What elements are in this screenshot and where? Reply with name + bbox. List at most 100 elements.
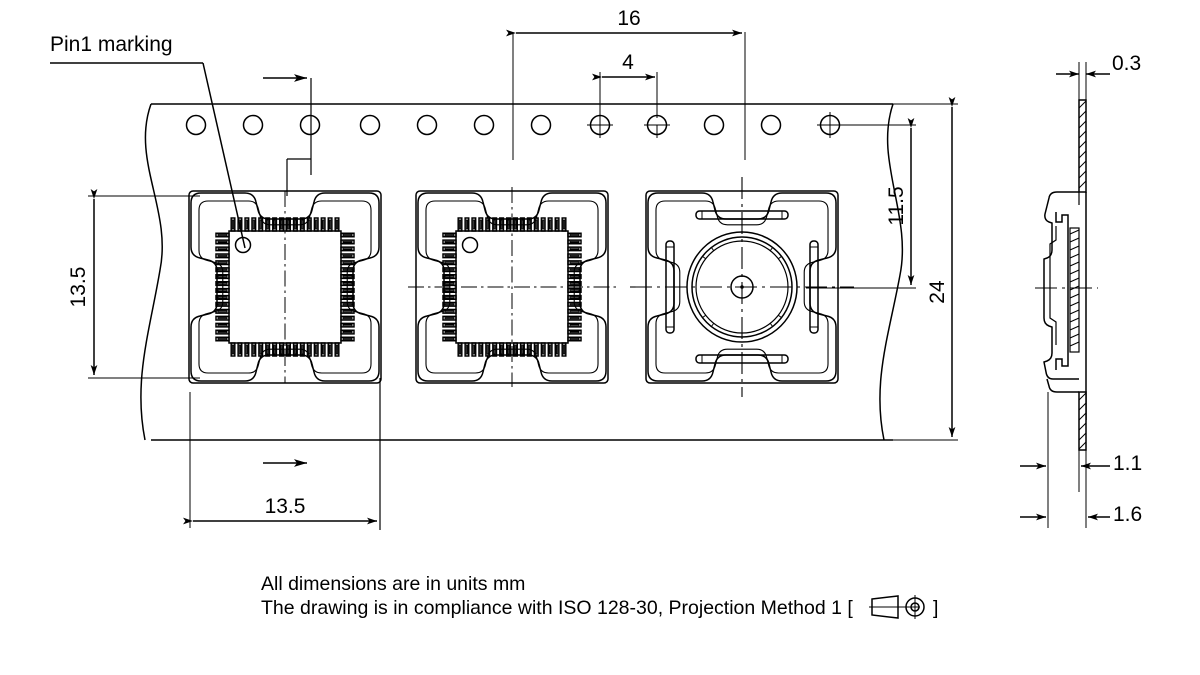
qfp-lead (485, 342, 491, 357)
section-pocket-step-bottom (1055, 352, 1069, 370)
qfp-lead (526, 342, 532, 357)
qfp-lead-bank (215, 217, 355, 357)
qfp-lead (478, 217, 484, 232)
qfp-lead (442, 239, 457, 245)
pin1-marking-callout: Pin1 marking (50, 33, 246, 249)
qfp-lead (334, 217, 340, 232)
qfp-lead (492, 342, 498, 357)
pocket-2-with-package (408, 187, 616, 387)
projection-cone (871, 595, 899, 619)
qfp-lead (533, 342, 539, 357)
section-top-flange (1046, 191, 1079, 207)
qfp-lead (340, 267, 355, 273)
qfp-lead (215, 260, 230, 266)
sprocket-hole (242, 114, 264, 136)
qfp-lead (215, 239, 230, 245)
qfp-lead (547, 217, 553, 232)
qfp-lead (442, 301, 457, 307)
qfp-lead (512, 342, 519, 357)
qfp-lead (567, 308, 582, 314)
dimension-4: 4 (592, 51, 658, 118)
qfp-lead-bank (442, 217, 582, 357)
qfp-lead (519, 217, 525, 232)
qfp-lead (230, 342, 236, 357)
pocket-circle-ticks (701, 246, 783, 328)
qfp-lead (561, 342, 567, 357)
qfp-lead (215, 294, 230, 300)
qfp-lead (567, 301, 582, 307)
qfp-lead (340, 308, 355, 314)
dimension-16: 16 (506, 7, 746, 160)
qfp-lead (306, 217, 312, 232)
pocket-1-with-package (188, 190, 382, 384)
section-pocket-step-top (1055, 212, 1069, 228)
qfp-lead (230, 217, 236, 232)
qfp-lead (457, 217, 463, 232)
pin1-marking-label: Pin1 marking (50, 33, 173, 56)
qfp-lead (457, 342, 463, 357)
qfp-lead (327, 217, 333, 232)
qfp-lead (215, 280, 230, 287)
qfp-lead (442, 280, 457, 287)
qfp-lead (215, 232, 230, 238)
qfp-lead (215, 308, 230, 314)
qfp-lead (215, 322, 230, 328)
standard-note-close: ] (933, 597, 938, 619)
tape-section-view (1035, 99, 1098, 451)
qfp-lead (265, 342, 271, 357)
sprocket-hole (185, 114, 207, 136)
tape-right-break-line (879, 103, 904, 441)
qfp-lead (340, 280, 355, 287)
dimension-0-3: 0.3 (1056, 52, 1141, 106)
qfp-lead (567, 274, 582, 280)
qfp-lead (215, 301, 230, 307)
qfp-lead (285, 342, 292, 357)
carrier-tape-plan-view (140, 103, 904, 441)
qfp-lead (567, 246, 582, 252)
qfp-lead (272, 342, 278, 357)
sprocket-hole (359, 114, 381, 136)
pin1-marking-circle (461, 236, 479, 254)
section-cavity-outline (1049, 226, 1057, 345)
qfp-lead (442, 322, 457, 328)
qfp-lead (340, 322, 355, 328)
qfp-lead (567, 294, 582, 300)
slot-end-ticks (666, 211, 818, 363)
qfp-lead (340, 239, 355, 245)
qfp-lead (567, 336, 582, 342)
qfp-lead (442, 274, 457, 280)
qfp-lead (540, 217, 546, 232)
qfp-lead (306, 342, 312, 357)
qfp-lead (215, 246, 230, 252)
qfp-lead (299, 217, 305, 232)
qfp-lead (313, 217, 319, 232)
qfp-lead (505, 342, 512, 357)
qfp-lead (215, 336, 230, 342)
dimension-24: 24 (880, 97, 958, 441)
qfp-lead (485, 217, 491, 232)
qfp-lead (334, 342, 340, 357)
qfp-lead (519, 342, 525, 357)
qfp-lead (265, 217, 271, 232)
qfp-lead (567, 329, 582, 335)
qfp-lead (442, 260, 457, 266)
units-note: All dimensions are in units mm (261, 573, 525, 595)
section-lead-hatch (1069, 227, 1080, 353)
dimension-13-5-horizontal-value: 13.5 (265, 495, 306, 518)
tape-left-break-line (140, 103, 163, 441)
qfp-lead (512, 217, 519, 232)
qfp-lead (215, 274, 230, 280)
qfp-lead (258, 217, 264, 232)
dimension-13-5-horizontal: 13.5 (183, 392, 381, 528)
qfp-lead (340, 336, 355, 342)
sprocket-hole (473, 114, 495, 136)
dimension-13-5-vertical: 13.5 (67, 189, 200, 379)
qfp-lead (567, 239, 582, 245)
qfp-lead (251, 342, 257, 357)
qfp-lead (285, 217, 292, 232)
qfp-lead (442, 232, 457, 238)
dimension-11-5: 11.5 (806, 118, 916, 289)
qfp-lead (292, 217, 298, 232)
qfp-lead (237, 342, 243, 357)
qfp-lead (340, 253, 355, 259)
